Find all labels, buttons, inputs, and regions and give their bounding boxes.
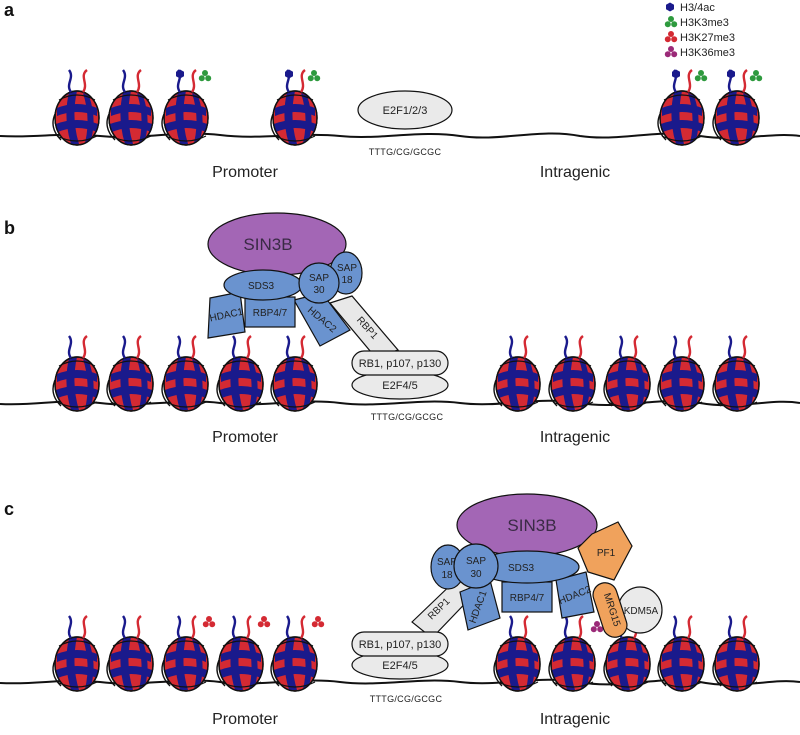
histone-marks bbox=[202, 616, 604, 633]
panel-letter: c bbox=[4, 499, 14, 519]
trimethyl-green-icon bbox=[664, 16, 678, 28]
legend-label: H3/4ac bbox=[680, 2, 715, 14]
motif-label: TTTG/CG/GCGC bbox=[369, 147, 442, 157]
legend: H3/4ac H3K3me3 H3K27me3 H3K36me3 bbox=[664, 2, 735, 59]
intragenic-label: Intragenic bbox=[540, 711, 610, 728]
rb-label: RB1, p107, p130 bbox=[359, 639, 442, 651]
sap30-protein: SAP 30 bbox=[453, 543, 499, 589]
e2f123-factor: E2F1/2/3 bbox=[357, 90, 453, 130]
sap30-label-a: SAP bbox=[309, 273, 329, 284]
hdac2-protein: HDAC2 bbox=[555, 571, 595, 619]
hdac1-protein: HDAC1 bbox=[459, 579, 501, 631]
panel-c: c RBP1 E2F4/5 bbox=[0, 493, 800, 728]
kdm5a-label: KDM5A bbox=[624, 606, 659, 617]
rb-family-factor: RB1, p107, p130 bbox=[351, 350, 449, 376]
legend-item-h3k36me3: H3K36me3 bbox=[664, 46, 735, 59]
sin3b-label: SIN3B bbox=[507, 516, 556, 535]
sap18-label-a: SAP bbox=[437, 557, 457, 568]
intragenic-label: Intragenic bbox=[540, 429, 610, 446]
rbp47-protein: RBP4/7 bbox=[501, 581, 553, 613]
sap30-label-a: SAP bbox=[466, 556, 486, 567]
promoter-label: Promoter bbox=[212, 164, 278, 181]
panel-letter: b bbox=[4, 218, 15, 238]
legend-item-h34ac: H3/4ac bbox=[666, 2, 715, 14]
rb-family-factor: RB1, p107, p130 bbox=[351, 631, 449, 657]
factor-label: E2F1/2/3 bbox=[383, 105, 428, 117]
acetyl-mark-icon bbox=[666, 2, 674, 12]
legend-label: H3K36me3 bbox=[680, 47, 735, 59]
promoter-label: Promoter bbox=[212, 711, 278, 728]
sap30-label-b: 30 bbox=[470, 569, 482, 580]
panel-b: b RBP1 E2F4/5 RB1, p107, p130 bbox=[0, 212, 800, 446]
panel-letter: a bbox=[4, 0, 15, 20]
sap30-label-b: 30 bbox=[313, 285, 325, 296]
rbp47-protein: RBP4/7 bbox=[244, 296, 296, 328]
motif-label: TTTG/CG/GCGC bbox=[370, 694, 443, 704]
rb-label: RB1, p107, p130 bbox=[359, 358, 442, 370]
sds3-label: SDS3 bbox=[248, 281, 275, 292]
promoter-label: Promoter bbox=[212, 429, 278, 446]
sap18-label-b: 18 bbox=[441, 570, 453, 581]
sds3-label: SDS3 bbox=[508, 563, 535, 574]
rbp47-label: RBP4/7 bbox=[253, 308, 288, 319]
hdac1-protein: HDAC1 bbox=[207, 291, 246, 339]
sds3-protein: SDS3 bbox=[223, 269, 303, 301]
trimethyl-purple-icon bbox=[664, 46, 678, 58]
sin3b-label: SIN3B bbox=[243, 235, 292, 254]
pf1-label: PF1 bbox=[597, 548, 616, 559]
trimethyl-red-icon bbox=[664, 31, 678, 43]
legend-item-h3k3me3: H3K3me3 bbox=[664, 16, 729, 29]
sin3b-protein: SIN3B bbox=[207, 212, 347, 276]
sap18-label-b: 18 bbox=[341, 275, 353, 286]
sin3b-protein: SIN3B bbox=[456, 493, 598, 557]
mrg15-protein: MRG15 bbox=[592, 582, 628, 638]
motif-label: TTTG/CG/GCGC bbox=[371, 412, 444, 422]
sap18-label-a: SAP bbox=[337, 263, 357, 274]
rbp47-label: RBP4/7 bbox=[510, 593, 545, 604]
pf1-protein: PF1 bbox=[577, 521, 633, 581]
sap30-protein: SAP 30 bbox=[298, 262, 340, 304]
e2f45-factor: E2F4/5 bbox=[351, 650, 449, 680]
e2f-label: E2F4/5 bbox=[382, 660, 417, 672]
legend-item-h3k27me3: H3K27me3 bbox=[664, 31, 735, 44]
panel-a: a E2F1/2/3 TTTG/CG/GCGC Promoter Intrage… bbox=[0, 0, 800, 181]
intragenic-label: Intragenic bbox=[540, 164, 610, 181]
legend-label: H3K3me3 bbox=[680, 17, 729, 29]
e2f-label: E2F4/5 bbox=[382, 380, 417, 392]
legend-label: H3K27me3 bbox=[680, 32, 735, 44]
